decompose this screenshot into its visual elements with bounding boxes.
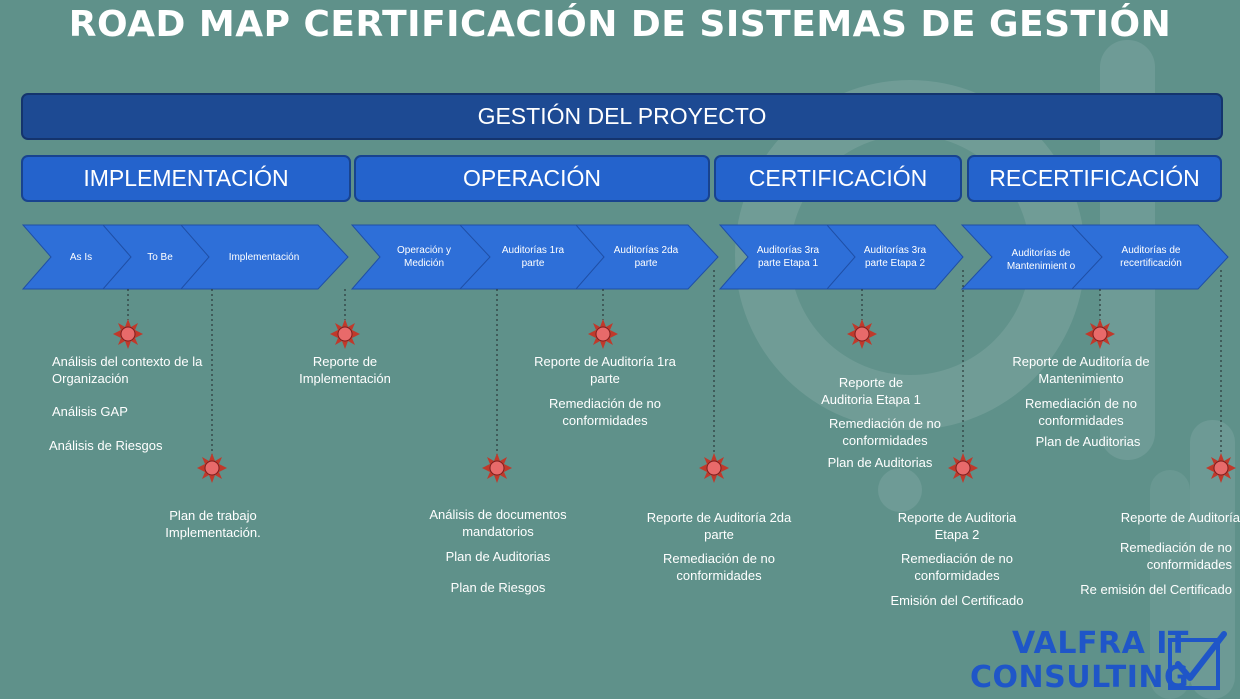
note-emision-certificado: Emisión del Certificado [890,593,1024,608]
company-logo: VALFRA IT CONSULTING [970,626,1232,694]
note-contexto: Análisis del contexto de la Organización [52,354,203,386]
phase-recertificacion: RECERTIFICACIÓN [967,155,1222,202]
step-implementacion: Implementación [228,251,300,263]
step-recertificacion: Auditorías de recertificación [1120,245,1182,269]
milestone-marker [1084,318,1116,350]
note-remediacion-etapa2: Remediación de no conformidades [900,551,1014,583]
chevron-etapa-2 [825,224,964,290]
milestone-marker [196,452,228,484]
note-riesgos: Análisis de Riesgos [49,438,163,453]
note-reporte-mantenimiento: Reporte de Auditoría de Mantenimiento [1012,354,1150,386]
step-to-be: To Be [147,251,173,263]
step-etapa-2: Auditorías 3ra parte Etapa 2 [863,245,927,269]
note-analisis-documentos: Análisis de documentos mandatorios [429,507,567,539]
note-remediacion-1ra: Remediación de no conformidades [548,396,662,428]
milestone-marker [1205,452,1237,484]
milestone-marker [846,318,878,350]
step-mantenimiento: Auditorías de Mantenimient o [1006,248,1076,272]
milestone-marker [587,318,619,350]
step-operacion-medicion: Operación y Medición [397,245,451,269]
note-remediacion-2da: Remediación de no conformidades [662,551,776,583]
note-plan-riesgos: Plan de Riesgos [450,580,546,595]
milestone-marker [112,318,144,350]
note-remediacion-etapa1: Remediación de no conformidades [828,416,942,448]
page-title: ROAD MAP CERTIFICACIÓN DE SISTEMAS DE GE… [68,4,1172,45]
note-reporte-etapa2: Reporte de Auditoria Etapa 2 [897,510,1017,542]
step-etapa-1: Auditorías 3ra parte Etapa 1 [756,245,820,269]
logo-line-2: CONSULTING [970,660,1190,695]
checkmark-icon [1168,631,1227,690]
project-management-band: GESTIÓN DEL PROYECTO [21,93,1223,140]
note-remediacion-recert: Remediación de no conformidades [1119,540,1232,572]
milestone-marker [947,452,979,484]
phase-certificacion: CERTIFICACIÓN [714,155,962,202]
logo-line-1: VALFRA IT [1012,626,1189,661]
milestone-marker [481,452,513,484]
note-plan-auditorias-op: Plan de Auditorias [445,549,551,564]
note-reporte-recert: Reporte de Auditoría [1120,510,1240,525]
note-gap: Análisis GAP [52,404,128,419]
note-reemision-certificado: Re emisión del Certificado [1080,582,1232,597]
milestone-marker [698,452,730,484]
step-as-is: As Is [69,251,93,263]
note-reporte-1ra: Reporte de Auditoría 1ra parte [534,354,676,386]
chevron-implementacion [179,224,349,290]
chevron-recertificacion [1070,224,1229,290]
note-reporte-etapa1: Reporte de Auditoria Etapa 1 [821,375,921,407]
note-reporte-implementacion: Reporte de Implementación [299,354,391,386]
phase-operacion: OPERACIÓN [354,155,710,202]
step-auditorias-2da: Auditorías 2da parte [613,245,679,269]
note-plan-auditorias-etapa1: Plan de Auditorias [827,455,933,470]
note-remediacion-mantenimiento: Remediación de no conformidades [1024,396,1138,428]
note-plan-auditorias-mant: Plan de Auditorias [1035,434,1141,449]
step-auditorias-1ra: Auditorías 1ra parte [501,245,565,269]
note-reporte-2da: Reporte de Auditoría 2da parte [646,510,792,542]
milestone-marker [329,318,361,350]
chevron-auditorias-2da [574,224,719,290]
note-plan-trabajo: Plan de trabajo Implementación. [165,508,261,540]
phase-implementacion: IMPLEMENTACIÓN [21,155,351,202]
